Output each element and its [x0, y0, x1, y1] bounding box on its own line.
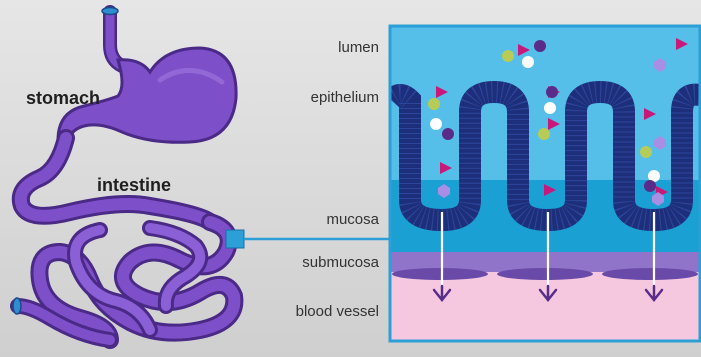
- zoom-marker: [226, 230, 244, 248]
- digestive-tract: [13, 8, 389, 341]
- intestine-opening: [13, 298, 21, 314]
- mucosa-label: mucosa: [326, 211, 379, 228]
- intestinal-wall-panel: [390, 26, 700, 341]
- submucosa-label: submucosa: [302, 254, 379, 271]
- esophagus-opening: [102, 8, 118, 15]
- epithelium-label: epithelium: [311, 89, 379, 106]
- stomach-label: stomach: [26, 88, 100, 108]
- blood-vessel-region: [391, 272, 699, 340]
- lumen-label: lumen: [338, 39, 379, 56]
- intestine-label: intestine: [97, 175, 171, 195]
- blood-vessel-label: blood vessel: [296, 303, 379, 320]
